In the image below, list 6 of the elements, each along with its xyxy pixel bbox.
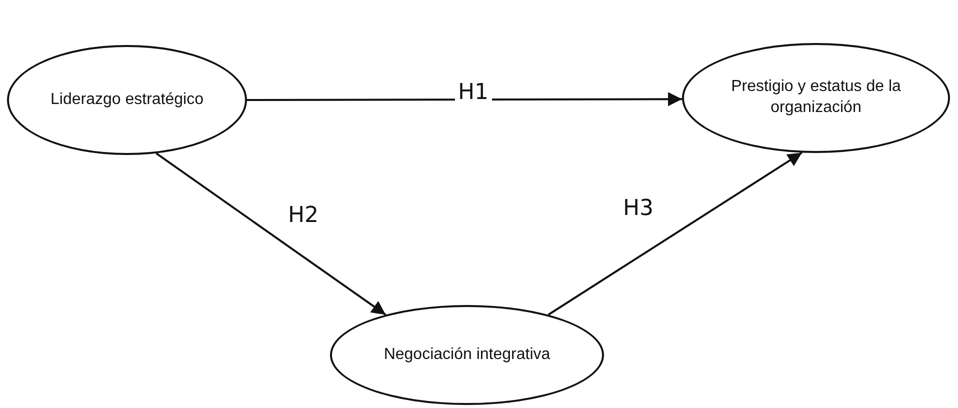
node-label: Prestigio y estatus de la organización [730, 77, 902, 118]
arrow [156, 152, 386, 316]
node-label: Negociación integrativa [382, 344, 552, 365]
arrow [548, 152, 802, 316]
arrow [247, 92, 682, 106]
node-label: Liderazgo estratégico [50, 90, 204, 110]
